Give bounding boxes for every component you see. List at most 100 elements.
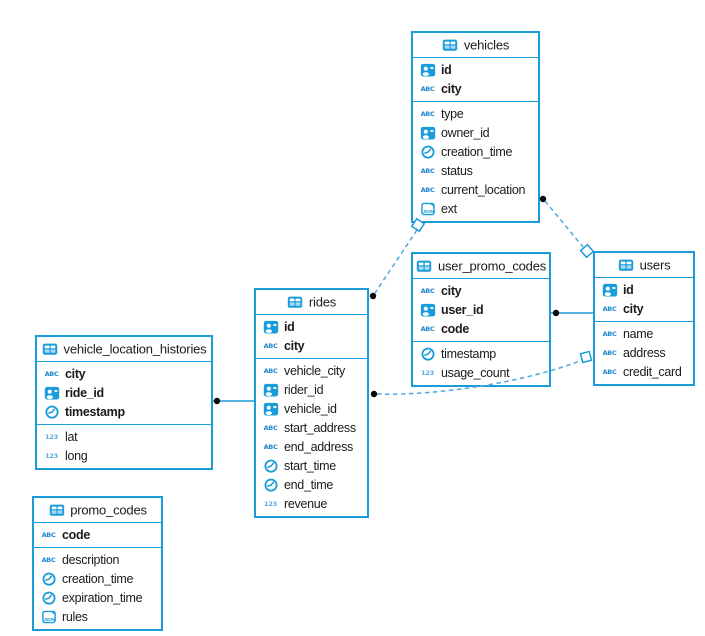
table-title: promo_codes xyxy=(70,502,147,517)
field-row-creation_time[interactable]: creation_time xyxy=(34,569,161,588)
abc-glyph: ABC xyxy=(420,84,435,93)
field-row-creation_time[interactable]: creation_time xyxy=(413,142,538,161)
field-name: code xyxy=(62,527,90,542)
table-header[interactable]: vehicles xyxy=(413,33,538,58)
field-row-long[interactable]: 123 long xyxy=(37,446,211,465)
table-title: vehicles xyxy=(463,37,510,52)
field-row-id[interactable]: id xyxy=(595,280,693,299)
abc-text-icon: ABC xyxy=(601,368,618,376)
abc-glyph: ABC xyxy=(263,442,278,451)
abc-glyph: ABC xyxy=(44,369,59,378)
field-row-vehicle_id[interactable]: vehicle_id xyxy=(256,399,367,418)
abc-text-icon: ABC xyxy=(601,349,618,357)
table-icon xyxy=(42,341,59,357)
field-row-code[interactable]: ABC code xyxy=(34,525,161,544)
field-name: ride_id xyxy=(65,385,104,400)
field-name: status xyxy=(441,163,473,178)
field-row-owner_id[interactable]: owner_id xyxy=(413,123,538,142)
field-name: code xyxy=(441,321,469,336)
field-name: usage_count xyxy=(441,365,510,380)
field-row-start_time[interactable]: start_time xyxy=(256,456,367,475)
abc-text-icon: ABC xyxy=(419,85,436,93)
abc-text-icon: ABC xyxy=(601,305,618,313)
field-row-timestamp[interactable]: timestamp xyxy=(37,402,211,421)
table-header[interactable]: user_promo_codes xyxy=(413,254,549,279)
field-row-rider_id[interactable]: rider_id xyxy=(256,380,367,399)
json-icon: JSON xyxy=(419,201,436,217)
abc-glyph: ABC xyxy=(263,341,278,350)
field-row-code[interactable]: ABC code xyxy=(413,319,549,338)
field-row-ride_id[interactable]: ride_id xyxy=(37,383,211,402)
abc-text-icon: ABC xyxy=(419,325,436,333)
field-row-user_id[interactable]: user_id xyxy=(413,300,549,319)
field-row-timestamp[interactable]: timestamp xyxy=(413,344,549,363)
id-badge-icon xyxy=(262,401,279,417)
field-row-end_time[interactable]: end_time xyxy=(256,475,367,494)
table-title: user_promo_codes xyxy=(437,258,547,273)
number-glyph: 123 xyxy=(45,451,58,460)
table-header[interactable]: vehicle_location_histories xyxy=(37,337,211,362)
field-name: city xyxy=(441,81,462,96)
field-row-city[interactable]: ABC city xyxy=(37,364,211,383)
abc-text-icon: ABC xyxy=(419,110,436,118)
field-name: city xyxy=(65,366,86,381)
field-name: vehicle_city xyxy=(284,363,346,378)
abc-text-icon: ABC xyxy=(419,186,436,194)
table-icon xyxy=(416,258,433,274)
table-header[interactable]: promo_codes xyxy=(34,498,161,523)
relation-dot-marker xyxy=(370,390,378,398)
field-row-id[interactable]: id xyxy=(256,317,367,336)
relation-diamond-marker xyxy=(579,350,593,364)
number-glyph: 123 xyxy=(45,432,58,441)
field-row-vehicle_city[interactable]: ABC vehicle_city xyxy=(256,361,367,380)
field-name: timestamp xyxy=(65,404,125,419)
abc-text-icon: ABC xyxy=(40,531,57,539)
relation-dot-marker xyxy=(552,309,560,317)
abc-text-icon: ABC xyxy=(43,370,60,378)
field-name: rider_id xyxy=(284,382,324,397)
abc-glyph: ABC xyxy=(420,286,435,295)
abc-text-icon: ABC xyxy=(262,443,279,451)
table-header[interactable]: users xyxy=(595,253,693,278)
field-row-expiration_time[interactable]: expiration_time xyxy=(34,588,161,607)
field-name: long xyxy=(65,448,88,463)
relation-diamond-marker xyxy=(579,243,595,259)
table-header[interactable]: rides xyxy=(256,290,367,315)
field-name: creation_time xyxy=(441,144,513,159)
abc-text-icon: ABC xyxy=(262,367,279,375)
abc-text-icon: ABC xyxy=(40,556,57,564)
json-glyph: JSON xyxy=(43,617,54,622)
field-row-city[interactable]: ABC city xyxy=(413,79,538,98)
field-row-id[interactable]: id xyxy=(413,60,538,79)
